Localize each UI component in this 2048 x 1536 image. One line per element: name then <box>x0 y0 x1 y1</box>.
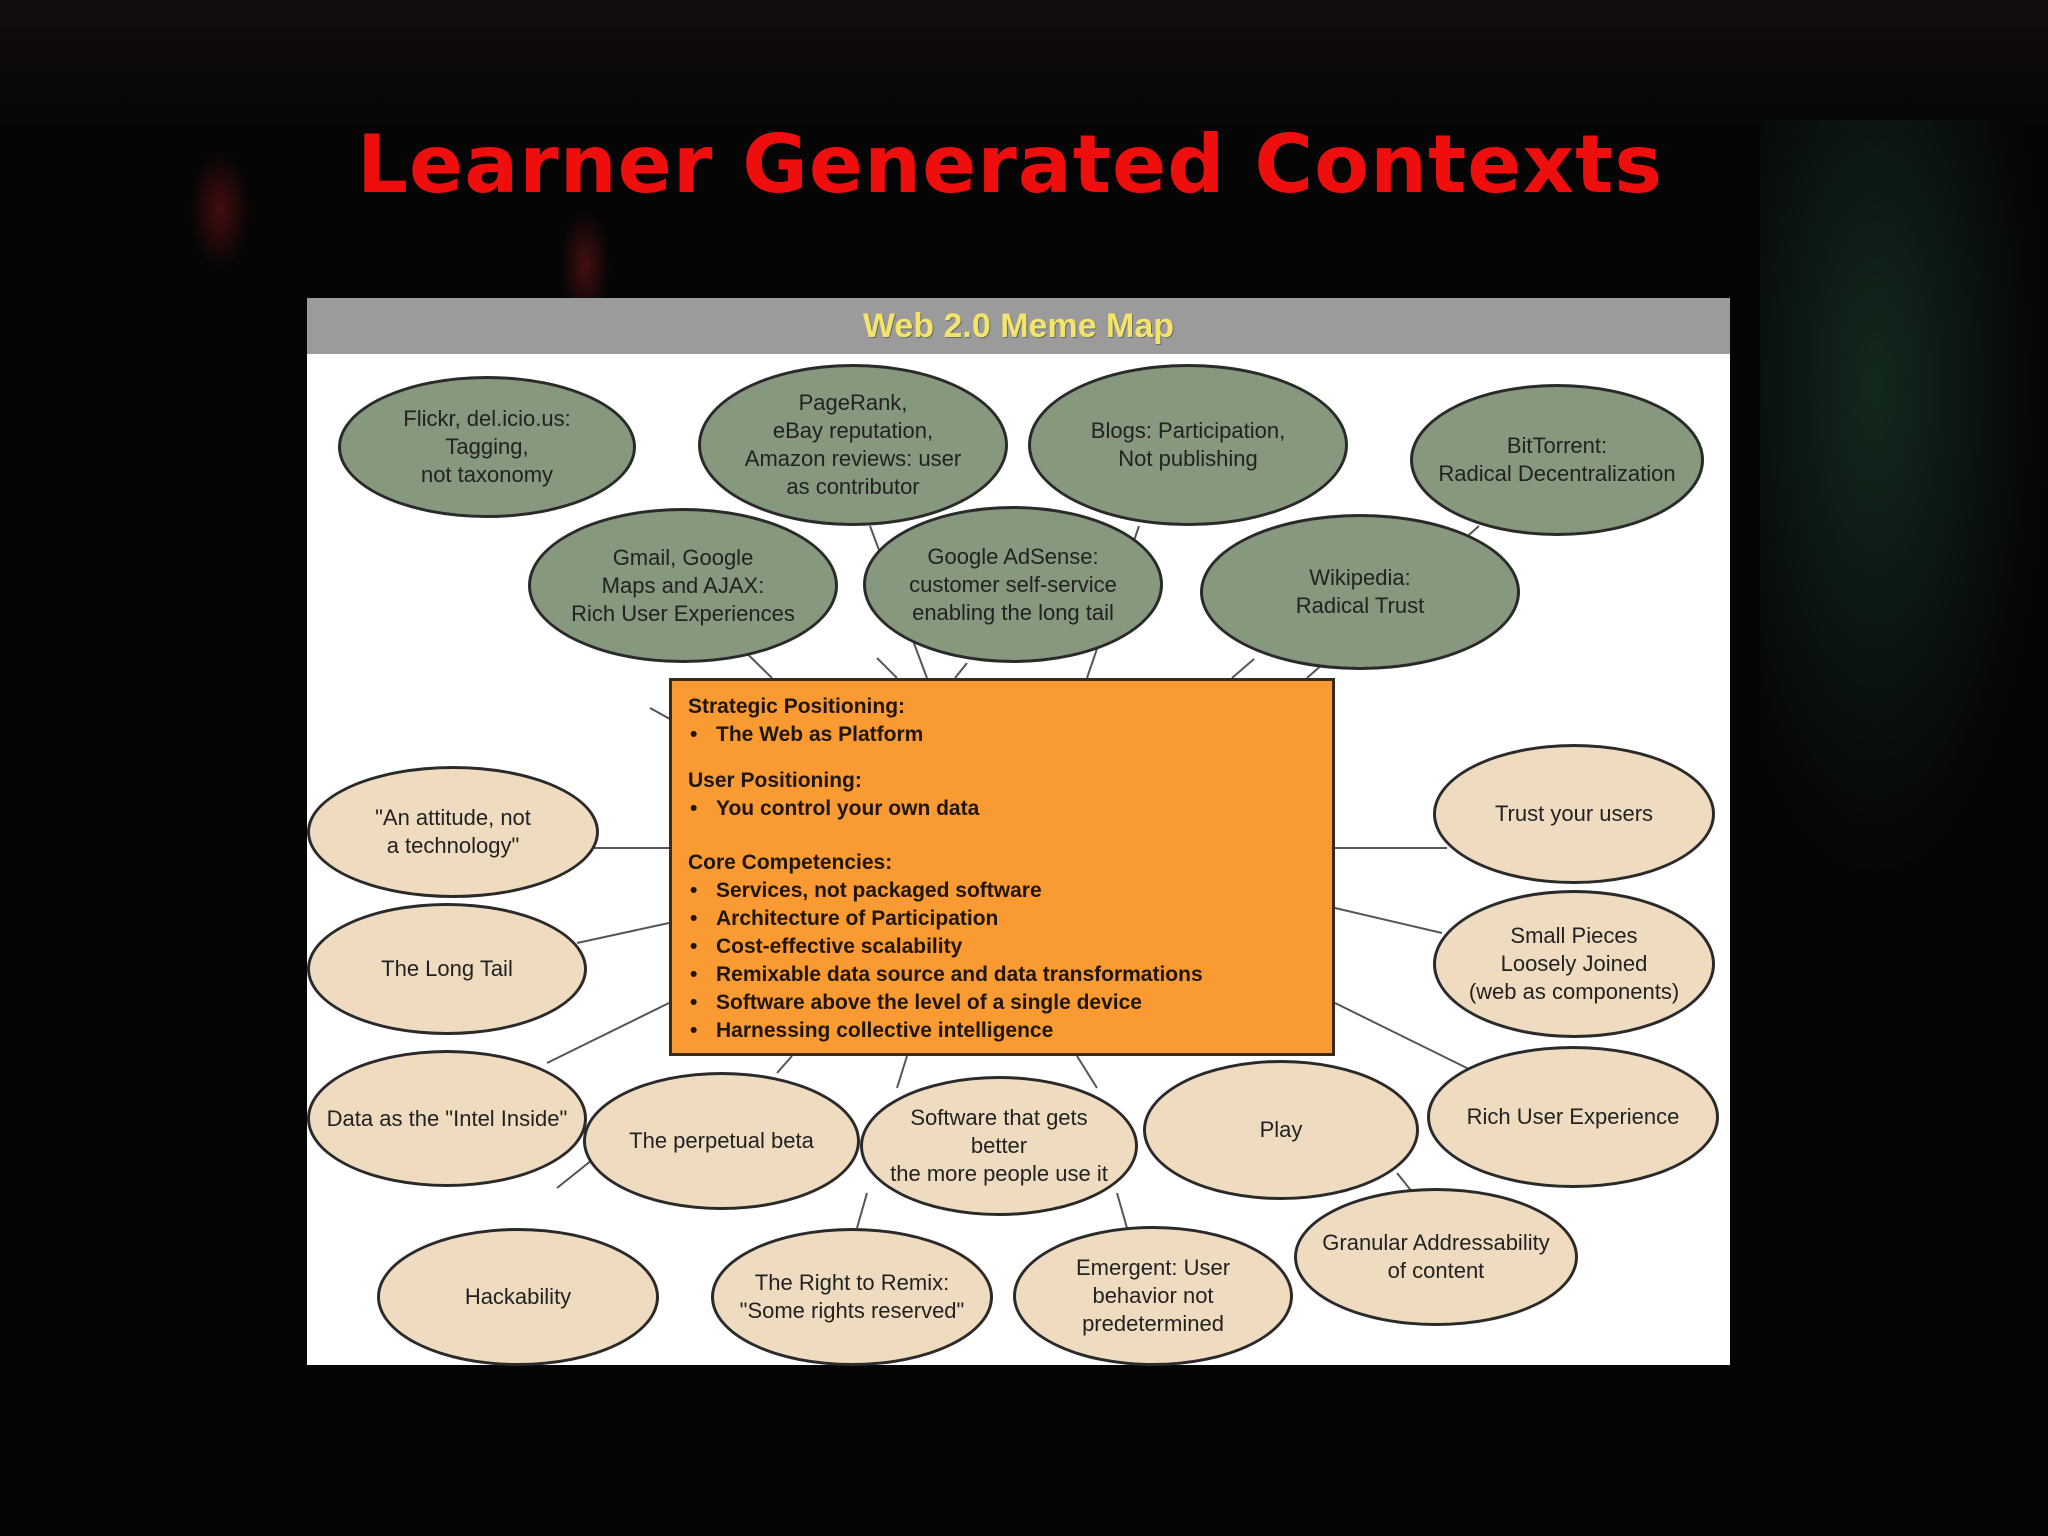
connector-line <box>896 1055 908 1089</box>
node-google-adsense: Google AdSense: customer self-service en… <box>863 506 1163 663</box>
meme-map-title: Web 2.0 Meme Map <box>862 306 1175 345</box>
connector-line <box>546 1002 670 1064</box>
connector-line <box>876 657 898 679</box>
competency-item: Remixable data source and data transform… <box>688 961 1316 989</box>
connector-line <box>856 1192 868 1229</box>
node-software-gets-better: Software that gets better the more peopl… <box>860 1076 1138 1216</box>
user-positioning-heading: User Positioning: <box>688 769 862 792</box>
meme-map-image: Web 2.0 Meme Map Flickr, del.i <box>307 298 1730 1366</box>
meme-map-header: Web 2.0 Meme Map <box>307 298 1730 354</box>
node-bittorrent: BitTorrent: Radical Decentralization <box>1410 384 1704 536</box>
connector-line <box>576 922 670 944</box>
background-shade <box>0 0 2048 130</box>
node-attitude-not-technology: "An attitude, not a technology" <box>307 766 599 898</box>
node-pagerank-reputation: PageRank, eBay reputation, Amazon review… <box>698 364 1008 526</box>
connector-line <box>1231 658 1255 679</box>
node-wikipedia: Wikipedia: Radical Trust <box>1200 514 1520 670</box>
node-long-tail: The Long Tail <box>307 903 587 1035</box>
node-right-to-remix: The Right to Remix: "Some rights reserve… <box>711 1228 993 1366</box>
node-trust-your-users: Trust your users <box>1433 744 1715 884</box>
node-rich-user-experience: Rich User Experience <box>1427 1046 1719 1188</box>
node-emergent-behavior: Emergent: User behavior not predetermine… <box>1013 1226 1293 1366</box>
node-granular-addressability: Granular Addressability of content <box>1294 1188 1578 1326</box>
competency-item: Harnessing collective intelligence <box>688 1017 1316 1045</box>
node-perpetual-beta: The perpetual beta <box>583 1072 860 1210</box>
connector-line <box>776 1055 793 1074</box>
node-flickr-tagging: Flickr, del.icio.us: Tagging, not taxono… <box>338 376 636 518</box>
node-small-pieces-loosely-joined: Small Pieces Loosely Joined (web as comp… <box>1433 890 1715 1038</box>
core-competencies-heading: Core Competencies: <box>688 851 893 874</box>
background-foliage <box>1760 120 2048 880</box>
competency-item: Software above the level of a single dev… <box>688 989 1316 1017</box>
competency-item: Services, not packaged software <box>688 877 1316 905</box>
strategic-positioning-heading: Strategic Positioning: <box>688 695 906 718</box>
competency-item: Cost-effective scalability <box>688 933 1316 961</box>
connector-line <box>954 662 968 679</box>
connector-line <box>1334 907 1443 934</box>
slide-title: Learner Generated Contexts <box>357 118 1663 211</box>
node-hackability: Hackability <box>377 1228 659 1366</box>
node-gmail-ajax: Gmail, Google Maps and AJAX: Rich User E… <box>528 508 838 663</box>
connector-line <box>1076 1055 1098 1089</box>
node-data-intel-inside: Data as the "Intel Inside" <box>307 1050 587 1187</box>
core-principles-box: Strategic Positioning: The Web as Platfo… <box>669 678 1335 1056</box>
connector-line <box>1116 1192 1128 1229</box>
background-light <box>190 150 250 270</box>
competency-item: Architecture of Participation <box>688 905 1316 933</box>
node-play: Play <box>1143 1060 1419 1200</box>
node-blogs-participation: Blogs: Participation, Not publishing <box>1028 364 1348 526</box>
connector-line <box>1334 1002 1478 1074</box>
user-item: You control your own data <box>688 795 1316 823</box>
strategic-item: The Web as Platform <box>688 721 1316 749</box>
